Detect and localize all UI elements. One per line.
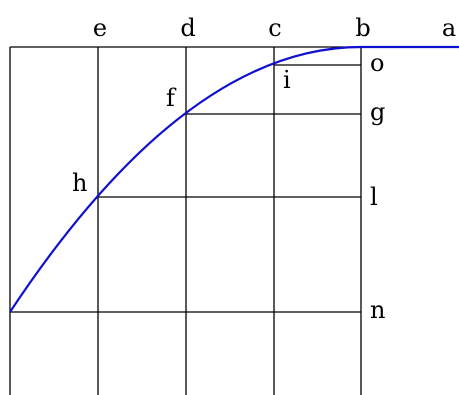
label-h: h [72,169,87,197]
label-c: c [268,14,281,42]
label-o: o [370,49,384,77]
label-g: g [370,98,385,126]
label-b: b [355,14,370,42]
label-f: f [166,84,177,112]
label-a: a [442,14,456,42]
label-l: l [370,183,378,211]
label-e: e [93,14,107,42]
label-n: n [370,296,385,324]
label-i: i [283,66,291,94]
parabola-curve [9,45,459,313]
label-d: d [180,14,195,42]
